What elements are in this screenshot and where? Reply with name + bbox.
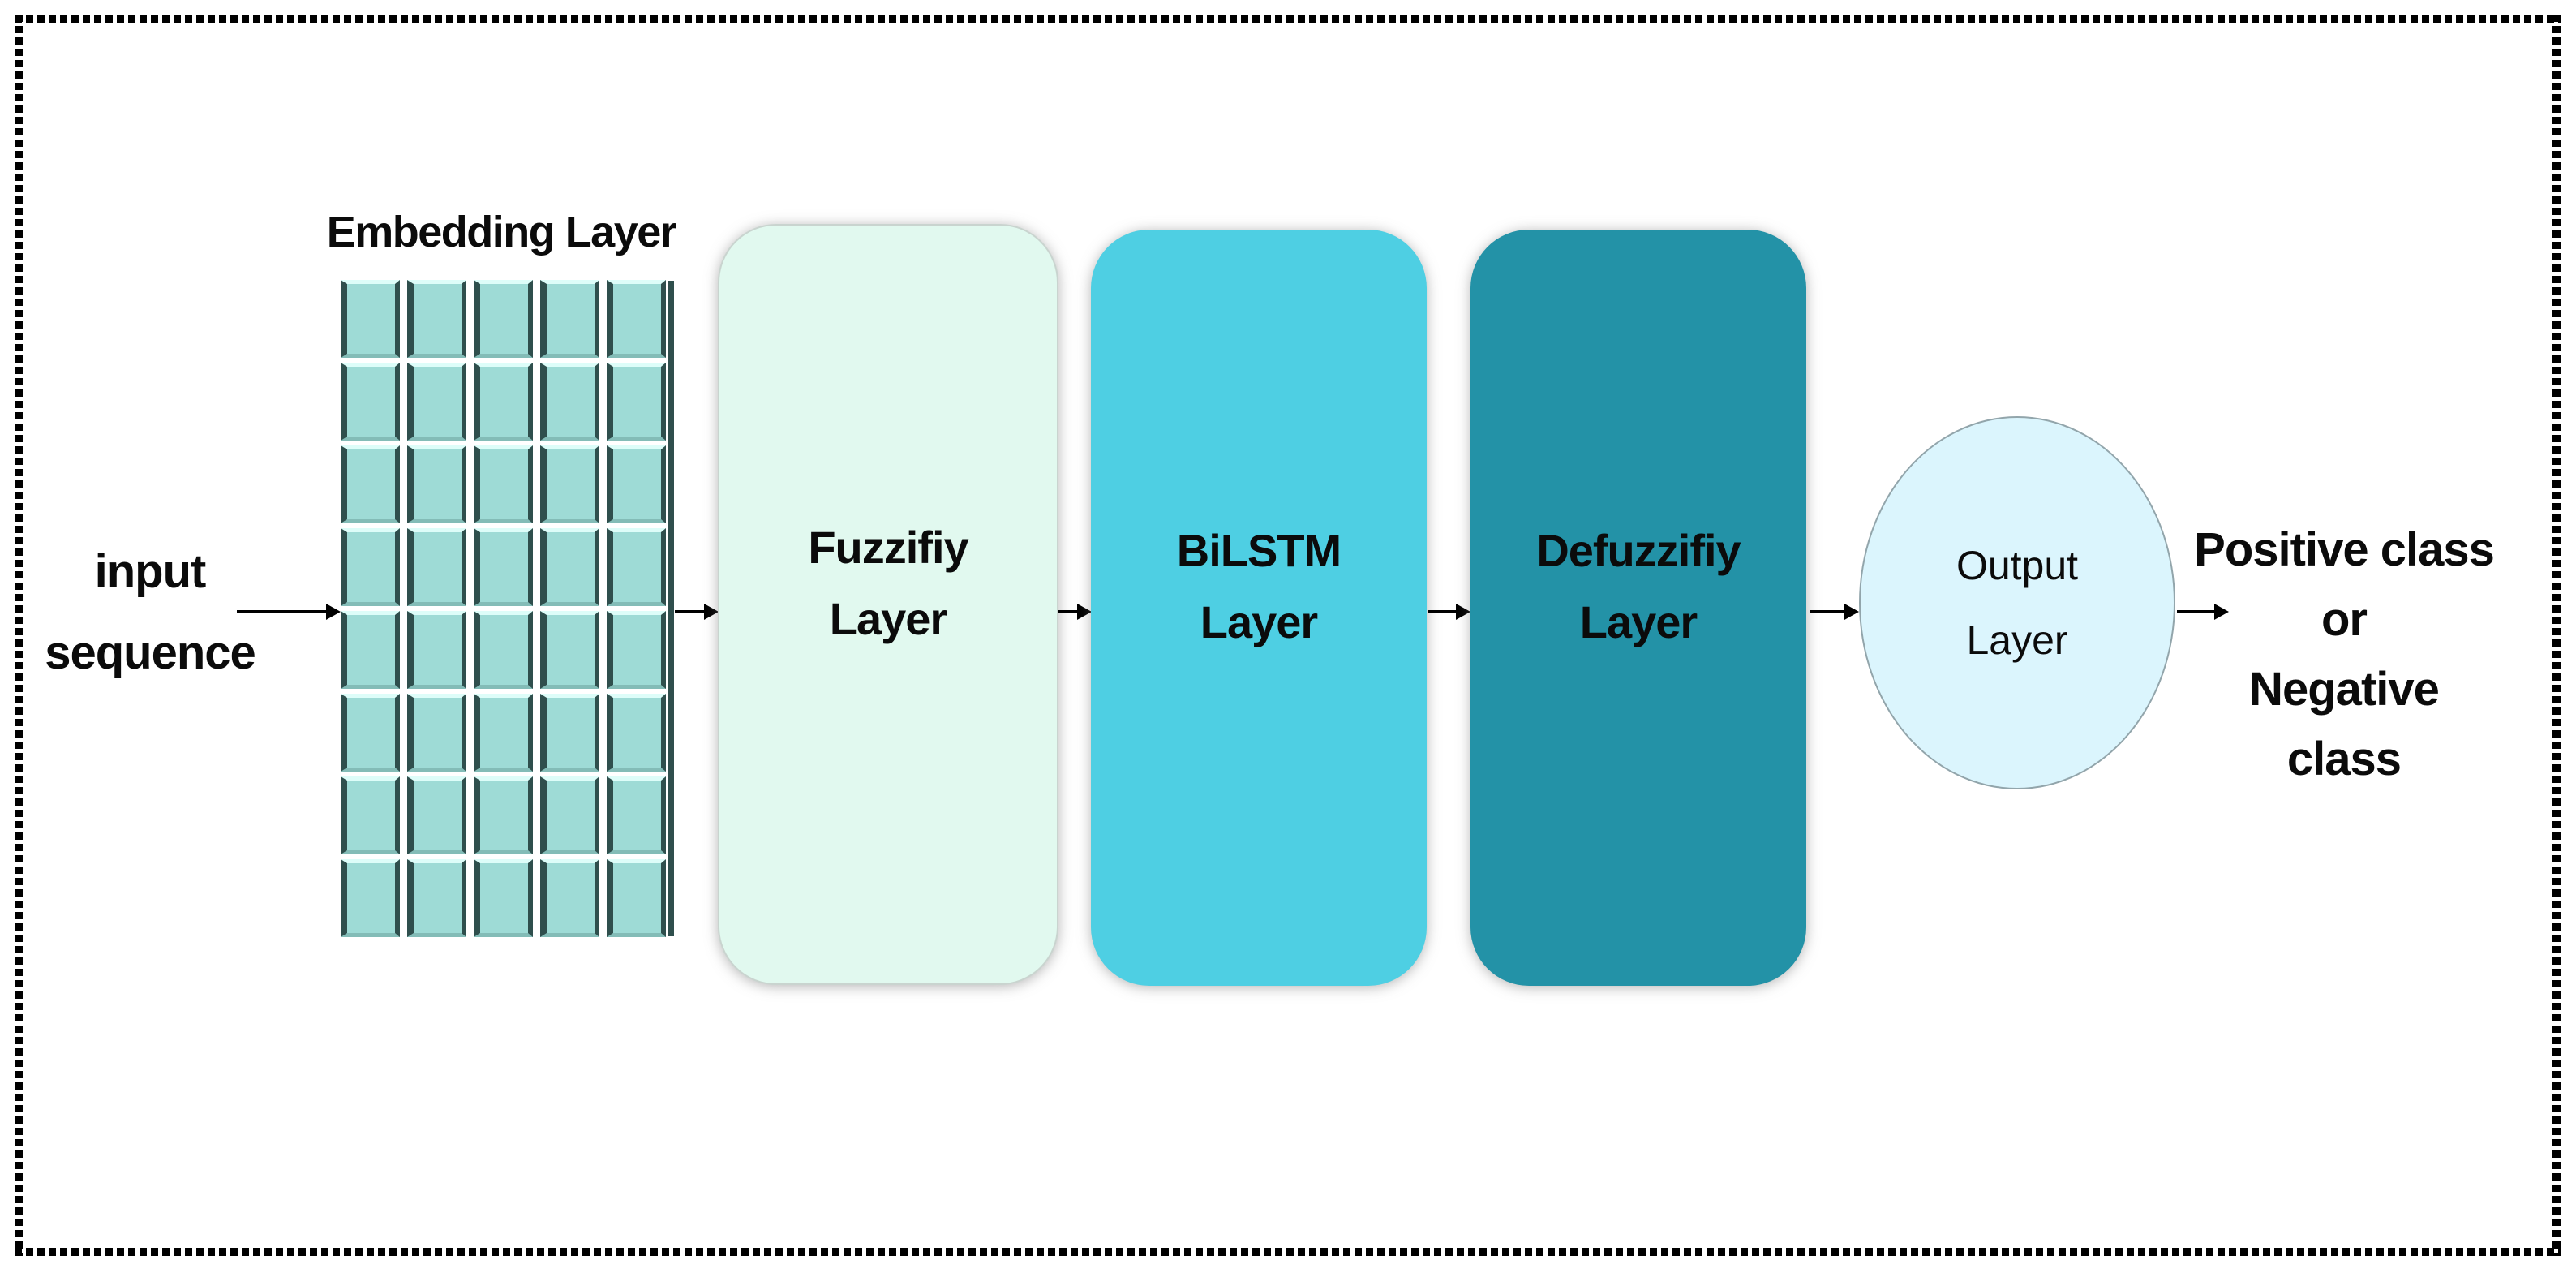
embedding-grid-cell [341, 776, 400, 854]
embedding-grid-cell [407, 611, 466, 689]
embedding-grid-cell [540, 694, 599, 772]
embedding-grid-cell [407, 859, 466, 937]
arrow-shaft [675, 610, 708, 613]
embedding-grid-cell [407, 445, 466, 523]
embedding-grid-cell [474, 694, 533, 772]
fuzzify-layer-box: Fuzzifiy Layer [718, 224, 1058, 985]
fuzzify-layer-label: Fuzzifiy Layer [808, 512, 968, 655]
arrow-head [1844, 604, 1859, 620]
embedding-grid-cell [474, 445, 533, 523]
embedding-grid-cell [341, 280, 400, 358]
output-layer-ellipse: Output Layer [1859, 416, 2175, 789]
arrow-bilstm-to-defuzzify-icon [1428, 604, 1470, 620]
input-label-line1: input [94, 545, 207, 598]
embedding-grid-cell [407, 776, 466, 854]
embedding-grid-cell [407, 363, 466, 441]
embedding-grid-cell [540, 776, 599, 854]
result-line-or: or [2321, 593, 2368, 646]
arrow-output-to-result-icon [2177, 604, 2229, 620]
arrow-input-to-embedding-icon [237, 604, 341, 620]
embedding-layer-title: Embedding Layer [326, 208, 677, 256]
embedding-grid-cell [474, 528, 533, 606]
arrow-fuzzify-to-bilstm-icon [1058, 604, 1092, 620]
embedding-grid-cell [474, 363, 533, 441]
embedding-grid-cell [540, 445, 599, 523]
output-layer-label: Output Layer [1956, 528, 2078, 677]
embedding-grid-cell [341, 859, 400, 937]
frame-border-right [2552, 15, 2561, 1256]
arrow-shaft [1810, 610, 1848, 613]
embedding-grid-cell [341, 363, 400, 441]
frame-border-top [15, 15, 2561, 23]
embedding-grid-cell [407, 528, 466, 606]
embedding-grid-cell [607, 694, 666, 772]
embedding-grid-cell [341, 445, 400, 523]
embedding-grid-cell [474, 280, 533, 358]
bilstm-label-line1: BiLSTM [1176, 525, 1342, 576]
embedding-grid-cell [607, 859, 666, 937]
embedding-grid-cell [607, 528, 666, 606]
arrow-head [1456, 604, 1470, 620]
defuzzify-layer-box: Defuzzifiy Layer [1470, 230, 1806, 986]
result-classes-label: Positive class or Negative class [2190, 515, 2498, 794]
bilstm-layer-box: BiLSTM Layer [1091, 230, 1427, 986]
result-line-negative: Negative class [2249, 663, 2440, 785]
defuzzify-label-line2: Layer [1579, 596, 1698, 647]
embedding-grid-cell [607, 280, 666, 358]
embedding-grid-cell [341, 528, 400, 606]
embedding-grid-cell [540, 363, 599, 441]
output-label-line2: Layer [1966, 617, 2068, 663]
input-sequence-label: input sequence [24, 531, 276, 694]
arrow-head [2214, 604, 2229, 620]
bilstm-label-line2: Layer [1200, 596, 1318, 647]
defuzzify-layer-label: Defuzzifiy Layer [1536, 515, 1741, 658]
embedding-grid-cell [607, 611, 666, 689]
embedding-grid-cell [474, 611, 533, 689]
result-line-positive: Positive class [2194, 523, 2495, 576]
embedding-grid-cell [540, 528, 599, 606]
embedding-grid-cell [540, 280, 599, 358]
input-label-line2: sequence [45, 626, 256, 679]
defuzzify-label-line1: Defuzzifiy [1536, 525, 1741, 576]
embedding-grid-cell [474, 859, 533, 937]
fuzzify-label-line2: Layer [829, 593, 947, 644]
arrow-defuzzify-to-output-icon [1810, 604, 1859, 620]
embedding-grid [341, 280, 666, 937]
arrow-head [326, 604, 341, 620]
embedding-grid-cell [540, 859, 599, 937]
embedding-grid-cell [341, 694, 400, 772]
arrow-shaft [1428, 610, 1460, 613]
frame-border-bottom [15, 1248, 2561, 1256]
embedding-grid-cell [341, 611, 400, 689]
embedding-grid-cell [407, 280, 466, 358]
frame-border-left [15, 15, 23, 1256]
embedding-grid-edge [668, 281, 674, 936]
arrow-shaft [2177, 610, 2218, 613]
fuzzify-label-line1: Fuzzifiy [808, 522, 968, 573]
arrow-shaft [237, 610, 330, 613]
embedding-grid-cell [474, 776, 533, 854]
embedding-grid-cell [607, 363, 666, 441]
arrow-shaft [1058, 610, 1081, 613]
bilstm-layer-label: BiLSTM Layer [1176, 515, 1342, 658]
embedding-grid-cell [540, 611, 599, 689]
embedding-grid-cell [607, 776, 666, 854]
output-label-line1: Output [1956, 543, 2079, 588]
arrow-head [1077, 604, 1092, 620]
embedding-grid-cell [607, 445, 666, 523]
arrow-embedding-to-fuzzify-icon [675, 604, 719, 620]
arrow-head [704, 604, 719, 620]
embedding-grid-cell [407, 694, 466, 772]
